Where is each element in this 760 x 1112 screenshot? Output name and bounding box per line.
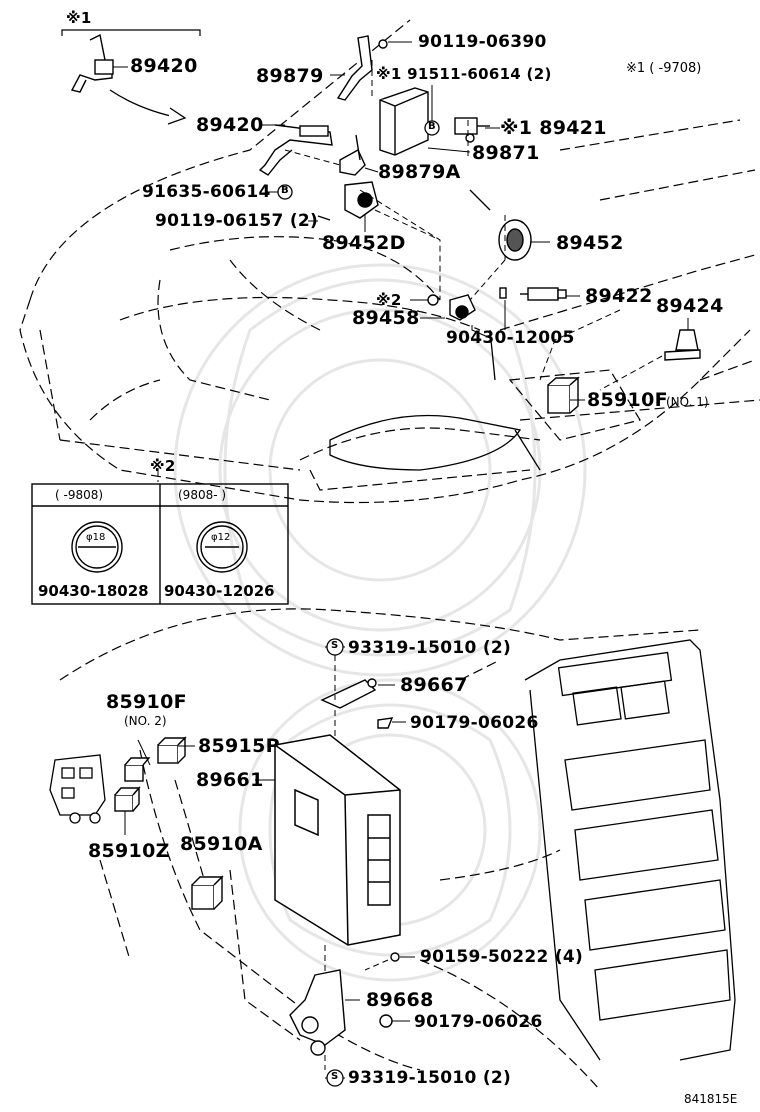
inset-col1-header: ( -9808) xyxy=(55,488,104,502)
leader-lines-top xyxy=(113,41,689,401)
sensor-89421 xyxy=(454,117,490,143)
vehicle-front-outline xyxy=(19,19,760,504)
sensor-89420 xyxy=(258,124,333,176)
part-89452: 89452 xyxy=(556,232,624,254)
part-85910A: 85910A xyxy=(180,833,263,855)
part-91635-60614: 91635-60614 xyxy=(142,182,271,202)
callout-b-1: B xyxy=(428,121,436,132)
relay-85915P xyxy=(157,736,187,764)
bracket-89879A xyxy=(339,134,366,176)
part-89871: 89871 xyxy=(472,142,540,164)
part-90159-50222: 90159-50222 (4) xyxy=(420,947,584,967)
part-90119-06157: 90119-06157 (2) xyxy=(155,211,319,231)
dashed-assembly-lines-top xyxy=(157,60,663,482)
bracket-89668 xyxy=(289,952,400,1056)
part-85910F-no2: 85910F xyxy=(106,691,187,713)
inset-col2-part: 90430-12026 xyxy=(164,582,275,600)
sensor-89422 xyxy=(520,287,567,301)
part-89424: 89424 xyxy=(656,295,724,317)
ecu-89661 xyxy=(274,734,401,946)
callout-s-2: S xyxy=(331,1071,339,1082)
vehicle-front-details xyxy=(329,189,541,471)
ecu-89871 xyxy=(379,87,429,156)
part-85910Z: 85910Z xyxy=(88,840,170,862)
part-89661: 89661 xyxy=(196,769,264,791)
sensor-89424 xyxy=(664,329,701,361)
sensor-89452D xyxy=(317,181,379,221)
note-bracket xyxy=(61,29,201,36)
part-91511-60614: ※1 91511-60614 (2) xyxy=(376,65,552,83)
center-console xyxy=(524,639,736,1061)
note-no2: (NO. 2) xyxy=(124,714,167,728)
part-90179-06026-bottom: 90179-06026 xyxy=(414,1012,543,1032)
part-89667: 89667 xyxy=(400,674,468,696)
callout-s-1: S xyxy=(331,640,339,651)
part-89452D: 89452D xyxy=(322,232,406,254)
inset-table xyxy=(31,483,289,605)
part-85910F-no1: 85910F xyxy=(587,389,668,411)
relay-85910Z xyxy=(114,786,141,812)
sensor-89458 xyxy=(427,287,507,321)
bracket-89667 xyxy=(320,678,394,729)
move-arrow xyxy=(109,89,187,125)
part-89458: 89458 xyxy=(352,307,420,329)
relay-85910F-no1 xyxy=(547,376,580,414)
part-89421: ※1 89421 xyxy=(500,117,607,139)
mark-2-top: ※2 xyxy=(376,291,402,309)
part-89668: 89668 xyxy=(366,989,434,1011)
part-89420: 89420 xyxy=(196,114,264,136)
part-89422: 89422 xyxy=(585,285,653,307)
part-90179-06026-top: 90179-06026 xyxy=(410,713,539,733)
relay-85910F-no2 xyxy=(124,757,151,782)
note-no1: (NO. 1) xyxy=(666,395,709,409)
part-90430-12005: 90430-12005 xyxy=(446,328,575,348)
callout-b-2: B xyxy=(281,185,289,196)
diagram-id: 841815E xyxy=(684,1092,738,1106)
note-mark-1: ※1 xyxy=(66,9,92,27)
sensor-89452 xyxy=(498,219,532,261)
inset-col1-part: 90430-18028 xyxy=(38,582,149,600)
relay-85910A xyxy=(191,875,224,910)
part-89879: 89879 xyxy=(256,65,324,87)
dashed-assembly-lines-bottom xyxy=(324,655,389,1070)
part-89420-top: 89420 xyxy=(130,55,198,77)
junction-block xyxy=(49,754,106,824)
callout-circle-b xyxy=(277,120,440,200)
part-90119-06390: 90119-06390 xyxy=(418,32,547,52)
throttle-sensor-89420-top xyxy=(70,33,114,93)
inset-col2-header: (9808- ) xyxy=(178,488,227,502)
inset-col1-diameter: φ18 xyxy=(86,532,106,543)
inset-col2-diameter: φ12 xyxy=(211,532,231,543)
callout-circle-s xyxy=(326,638,344,1087)
model-range-note: ※1 ( -9708) xyxy=(626,61,702,76)
dashboard-outline xyxy=(59,608,701,1091)
bracket-89879 xyxy=(336,35,388,101)
part-85915P: 85915P xyxy=(198,735,280,757)
part-93319-15010-top: 93319-15010 (2) xyxy=(348,638,512,658)
part-93319-15010-bottom: 93319-15010 (2) xyxy=(348,1068,512,1088)
mark-2: ※2 xyxy=(150,457,176,475)
part-89879A: 89879A xyxy=(378,161,461,183)
